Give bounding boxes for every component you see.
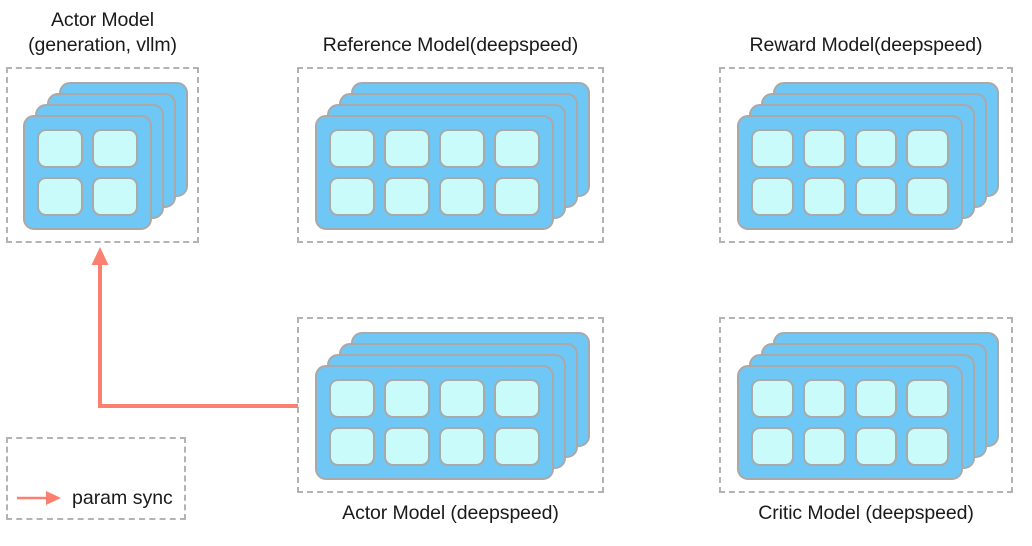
legend-box[interactable]: param sync (6, 437, 186, 520)
gpu-tile (802, 379, 846, 418)
gpu-stack-reward-model[interactable] (737, 82, 999, 230)
gpu-tile-grid (37, 129, 138, 216)
gpu-tile (751, 177, 794, 216)
gpu-tile (854, 379, 898, 418)
gpu-tile-grid (329, 379, 540, 466)
gpu-stack-actor-deepspeed[interactable] (315, 332, 590, 480)
gpu-stack-actor-vllm[interactable] (23, 82, 188, 230)
gpu-tile (854, 177, 898, 216)
gpu-tile (384, 129, 430, 168)
gpu-tile (494, 427, 540, 466)
gpu-card-layer-1[interactable] (315, 365, 554, 480)
gpu-tile (494, 379, 540, 418)
gpu-tile (92, 129, 138, 168)
gpu-tile (37, 129, 83, 168)
param-sync-arrow-head (91, 247, 109, 265)
group-box-actor-vllm[interactable] (6, 67, 199, 243)
gpu-card-layer-1[interactable] (737, 115, 963, 230)
gpu-card-layer-1[interactable] (23, 115, 152, 230)
caption-actor-vllm: Actor Model (generation, vllm) (28, 9, 177, 56)
gpu-card-layer-1[interactable] (737, 365, 963, 480)
gpu-tile (439, 379, 485, 418)
gpu-tile (906, 427, 949, 466)
gpu-tile-grid (751, 379, 949, 466)
gpu-tile (751, 129, 794, 168)
caption-actor-deepspeed: Actor Model (deepspeed) (342, 502, 559, 524)
gpu-tile (329, 177, 375, 216)
gpu-tile (494, 177, 540, 216)
gpu-tile (906, 177, 949, 216)
gpu-tile (439, 177, 485, 216)
gpu-tile (854, 129, 898, 168)
gpu-tile (329, 129, 375, 168)
gpu-stack-critic-model[interactable] (737, 332, 999, 480)
gpu-tile (92, 177, 138, 216)
gpu-tile (494, 129, 540, 168)
group-box-actor-deepspeed[interactable] (297, 317, 604, 493)
gpu-stack-reference-model[interactable] (315, 82, 590, 230)
caption-critic-model: Critic Model (deepspeed) (758, 502, 974, 524)
group-box-reference-model[interactable] (297, 67, 604, 243)
gpu-tile (37, 177, 83, 216)
legend-item-param-sync: param sync (16, 486, 173, 510)
gpu-tile (439, 427, 485, 466)
gpu-tile (384, 379, 430, 418)
gpu-tile (906, 379, 949, 418)
gpu-tile (751, 427, 794, 466)
legend-label-param-sync: param sync (72, 487, 173, 509)
gpu-tile (802, 177, 846, 216)
gpu-tile (802, 427, 846, 466)
gpu-tile (439, 129, 485, 168)
param-sync-arrow-path (98, 262, 298, 408)
group-box-critic-model[interactable] (719, 317, 1013, 493)
caption-reward-model: Reward Model(deepspeed) (749, 34, 983, 56)
caption-reference-model: Reference Model(deepspeed) (322, 34, 579, 56)
gpu-tile-grid (329, 129, 540, 216)
gpu-tile (329, 427, 375, 466)
param-sync-arrow-icon (17, 491, 61, 505)
gpu-tile-grid (751, 129, 949, 216)
gpu-card-layer-1[interactable] (315, 115, 554, 230)
gpu-tile (384, 427, 430, 466)
gpu-tile (751, 379, 794, 418)
gpu-tile (384, 177, 430, 216)
gpu-tile (802, 129, 846, 168)
gpu-tile (854, 427, 898, 466)
gpu-tile (329, 379, 375, 418)
group-box-reward-model[interactable] (719, 67, 1013, 243)
gpu-tile (906, 129, 949, 168)
